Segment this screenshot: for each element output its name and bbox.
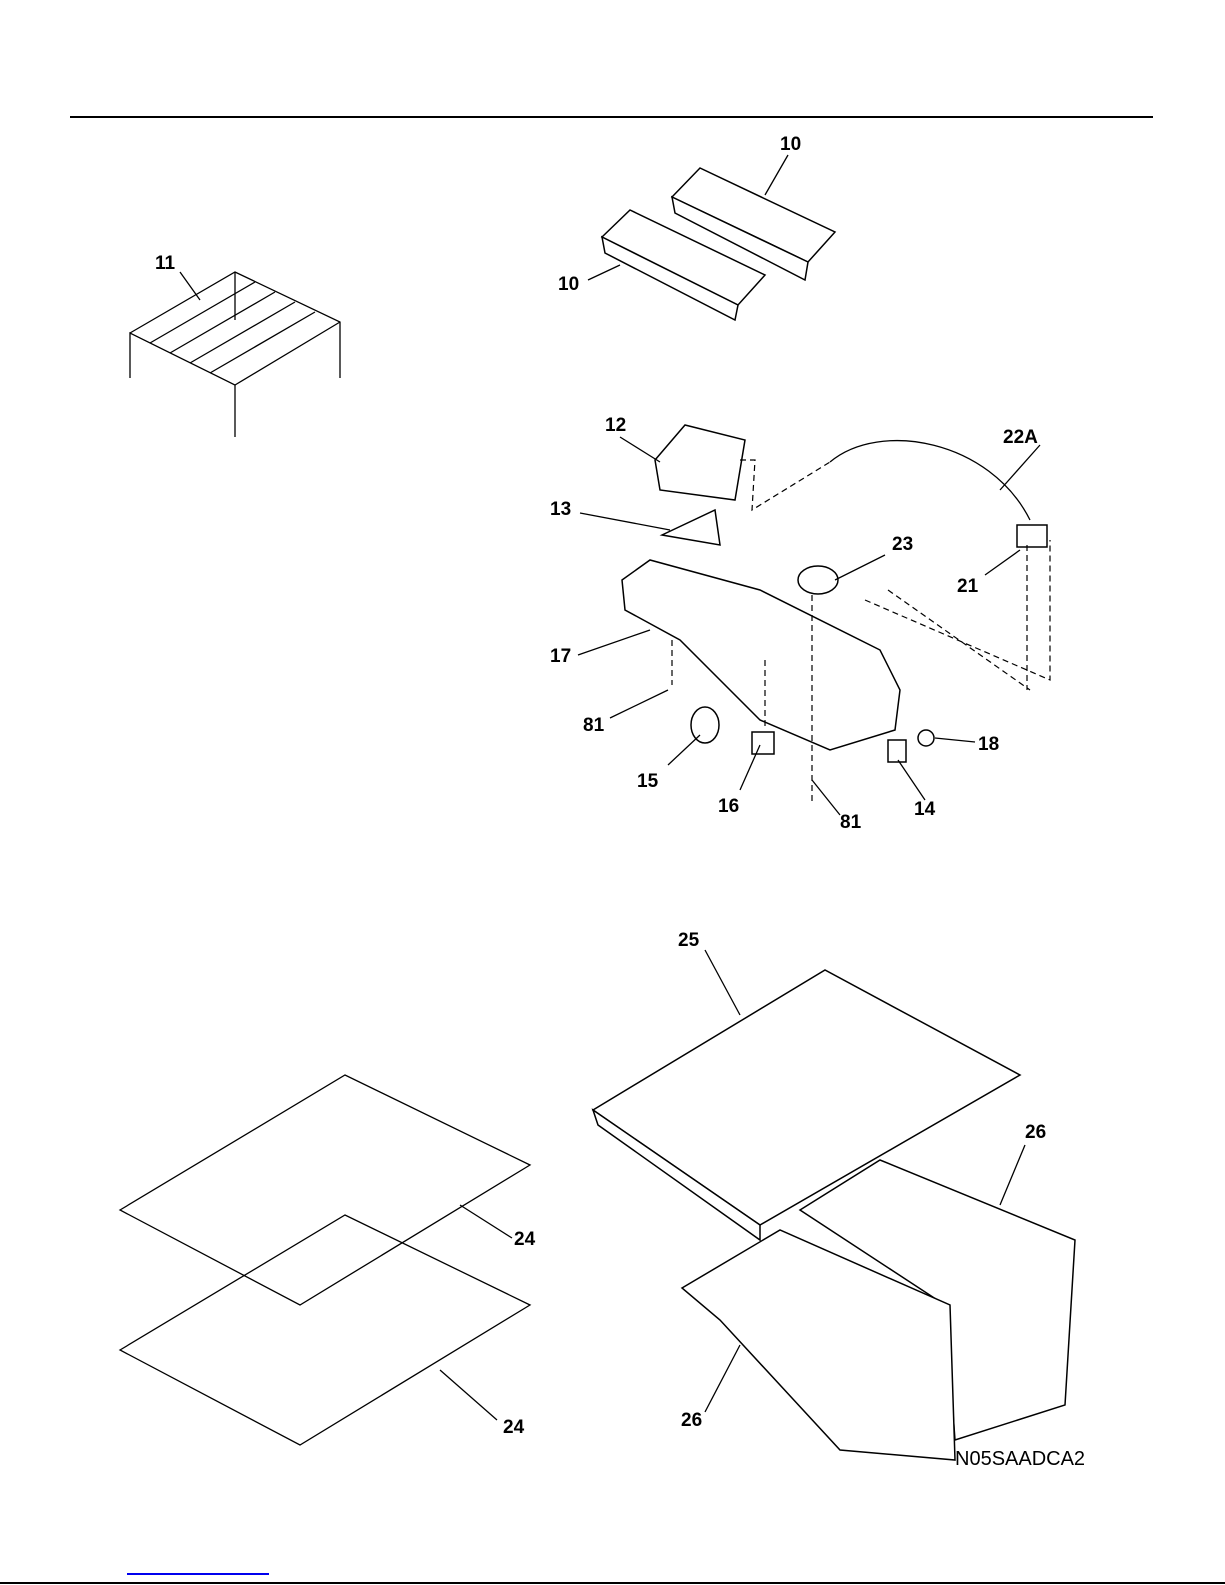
thermostat-21 (1016, 524, 1048, 548)
footer-rule (0, 1582, 1225, 1584)
wire-shelf-11 (129, 271, 341, 437)
label-81-left: 81 (583, 715, 605, 736)
wire-shelf-24-lower (118, 1214, 532, 1446)
label-16: 16 (718, 796, 740, 817)
chute-13 (659, 508, 721, 546)
knob-18 (917, 729, 935, 747)
label-17: 17 (550, 646, 572, 667)
label-15: 15 (637, 771, 659, 792)
label-26-right: 26 (1025, 1122, 1047, 1143)
crisper-drawer-26-left (680, 1229, 956, 1461)
wire-shelf-24-upper (118, 1074, 532, 1306)
ice-tray-lower (600, 209, 767, 322)
housing-17 (621, 559, 901, 751)
socket-16 (751, 731, 775, 755)
diagram-code: N05SAADCA2 (955, 1448, 1086, 1470)
header-rule (70, 116, 1153, 118)
label-25: 25 (678, 930, 700, 951)
label-81-right: 81 (840, 812, 862, 833)
label-13: 13 (550, 499, 572, 520)
switch-14 (887, 739, 907, 763)
ice-tray-upper (670, 167, 837, 282)
label-12: 12 (605, 415, 627, 436)
bulb-15 (690, 706, 720, 744)
footer-link[interactable] (127, 1573, 269, 1575)
label-22a: 22A (1003, 427, 1038, 448)
label-23: 23 (892, 534, 914, 555)
label-26-left: 26 (681, 1410, 703, 1431)
wire-22a (829, 439, 1031, 521)
label-24-lower: 24 (503, 1417, 525, 1438)
label-14: 14 (914, 799, 936, 820)
label-10-upper: 10 (780, 134, 802, 155)
timer-23 (797, 565, 839, 595)
crisper-cover-25 (591, 969, 1022, 1242)
label-18: 18 (978, 734, 1000, 755)
label-10-lower: 10 (558, 274, 580, 295)
dashed-leaders (671, 459, 1051, 805)
label-24-upper: 24 (514, 1229, 536, 1250)
label-leaders (179, 154, 1041, 1421)
ice-bin-12 (654, 424, 746, 501)
label-21: 21 (957, 576, 979, 597)
label-11: 11 (155, 253, 176, 274)
